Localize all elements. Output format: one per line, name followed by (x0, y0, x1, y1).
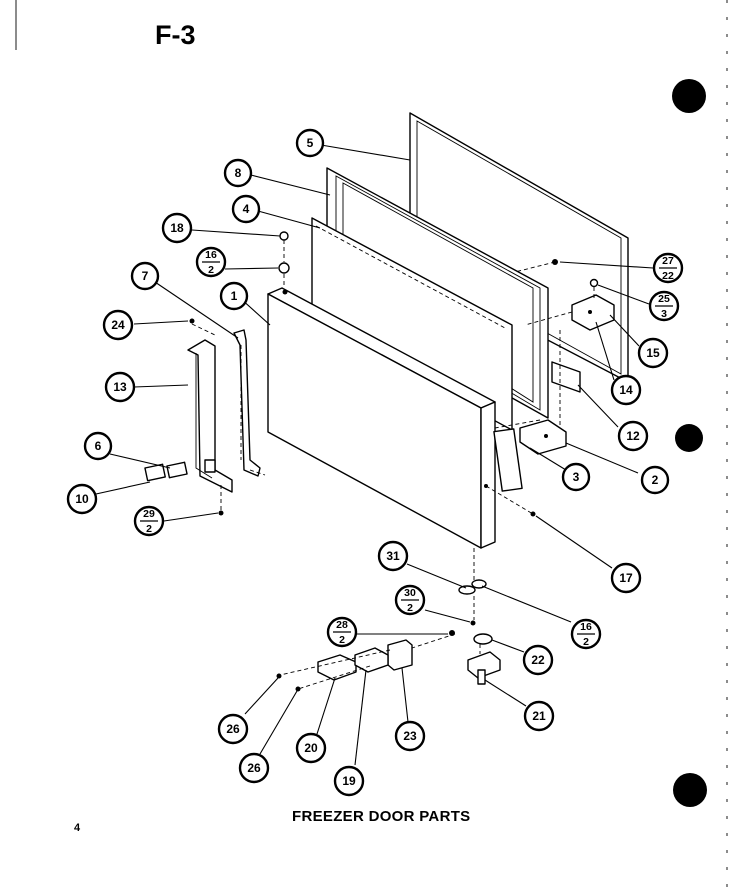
svg-text:27: 27 (662, 255, 674, 267)
callout-15: 15 (637, 337, 669, 369)
page-label: F-3 (155, 20, 196, 50)
svg-text:6: 6 (95, 439, 102, 453)
callout-27-22: 27 22 (652, 252, 684, 284)
svg-text:5: 5 (307, 136, 314, 150)
diagram-caption: FREEZER DOOR PARTS (292, 808, 471, 825)
callout-6: 6 (83, 431, 113, 461)
svg-text:12: 12 (626, 429, 640, 443)
svg-text:2: 2 (146, 523, 152, 535)
callout-28-2: 28 2 (326, 616, 358, 648)
part-12-bracket (551, 361, 581, 393)
svg-text:15: 15 (646, 346, 660, 360)
callout-21: 21 (523, 700, 555, 732)
part-22-washer (473, 633, 493, 645)
svg-text:2: 2 (407, 602, 413, 614)
svg-text:8: 8 (235, 166, 242, 180)
svg-text:26: 26 (226, 722, 240, 736)
callout-26b: 26 (238, 752, 270, 784)
binder-holes (672, 79, 707, 807)
part-19-spacer (354, 647, 389, 673)
callout-16-2b: 16 2 (570, 618, 602, 650)
leader-lines (95, 144, 654, 766)
callout-8: 8 (223, 158, 253, 188)
part-2-hinge (493, 419, 567, 492)
svg-text:14: 14 (619, 383, 633, 397)
svg-text:21: 21 (532, 709, 546, 723)
svg-text:2: 2 (339, 634, 345, 646)
part-6-clip (166, 461, 188, 479)
svg-text:16: 16 (580, 621, 592, 633)
callout-1: 1 (219, 281, 249, 311)
part-10-plate (144, 463, 166, 482)
callout-29-2: 29 2 (133, 505, 165, 537)
callout-25-3: 25 3 (648, 290, 680, 322)
part-23-bracket (387, 639, 413, 671)
callout-12: 12 (617, 420, 649, 452)
svg-text:2: 2 (208, 264, 214, 276)
svg-text:22: 22 (662, 270, 674, 282)
callout-13: 13 (104, 371, 136, 403)
svg-text:4: 4 (243, 202, 250, 216)
svg-text:22: 22 (531, 653, 545, 667)
callout-19: 19 (333, 765, 365, 797)
svg-text:7: 7 (142, 269, 149, 283)
part-21-hinge-pin (467, 651, 501, 685)
svg-text:17: 17 (619, 571, 633, 585)
svg-text:2: 2 (652, 473, 659, 487)
callout-18: 18 (161, 212, 193, 244)
svg-text:3: 3 (573, 470, 580, 484)
svg-text:10: 10 (75, 492, 89, 506)
svg-text:23: 23 (403, 729, 417, 743)
svg-text:16: 16 (205, 249, 217, 261)
callout-2: 2 (640, 465, 670, 495)
callout-16-2a: 16 2 (195, 246, 227, 278)
svg-text:1: 1 (231, 289, 238, 303)
callout-7: 7 (130, 261, 160, 291)
svg-text:2: 2 (583, 636, 589, 648)
svg-text:31: 31 (386, 549, 400, 563)
part-13-handle (187, 339, 233, 493)
svg-text:28: 28 (336, 619, 348, 631)
svg-text:24: 24 (111, 318, 125, 332)
callout-3: 3 (561, 462, 591, 492)
svg-text:18: 18 (170, 221, 184, 235)
page-number: 4 (74, 822, 81, 834)
callout-5: 5 (295, 128, 325, 158)
callout-26a: 26 (217, 713, 249, 745)
assembly-lines (191, 240, 595, 690)
callout-24: 24 (102, 309, 134, 341)
callout-23: 23 (394, 720, 426, 752)
part-1-door-panel (267, 287, 496, 549)
part-7-bracket (233, 329, 261, 477)
svg-text:3: 3 (661, 308, 667, 320)
part-20-hinge-plate (317, 654, 357, 681)
callout-20: 20 (295, 732, 327, 764)
callout-4: 4 (231, 194, 261, 224)
svg-text:30: 30 (404, 587, 416, 599)
callout-31: 31 (377, 540, 409, 572)
svg-text:19: 19 (342, 774, 356, 788)
svg-text:25: 25 (658, 293, 670, 305)
svg-text:20: 20 (304, 741, 318, 755)
callout-22: 22 (522, 644, 554, 676)
svg-text:13: 13 (113, 380, 127, 394)
callout-14: 14 (610, 374, 642, 406)
callout-30-2: 30 2 (394, 584, 426, 616)
svg-text:29: 29 (143, 508, 155, 520)
svg-text:26: 26 (247, 761, 261, 775)
callout-10: 10 (66, 483, 98, 515)
callout-17: 17 (610, 562, 642, 594)
